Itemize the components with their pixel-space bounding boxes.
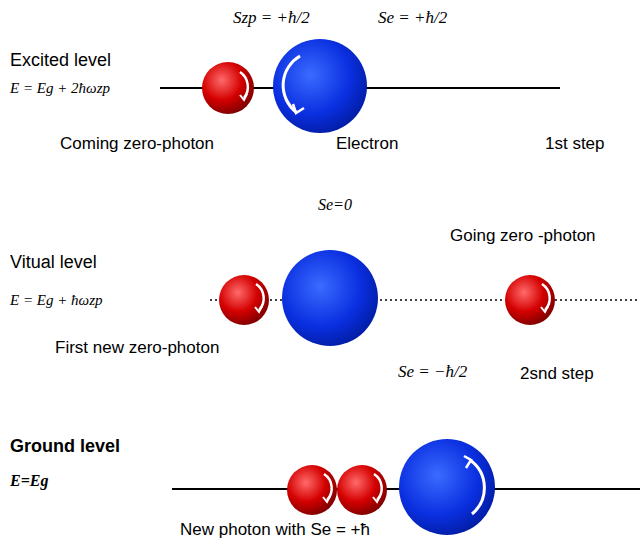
energy-formula: E=Eg (10, 472, 48, 490)
particle-label: Electron (336, 134, 398, 154)
level-name: Vitual level (10, 252, 97, 273)
zero-photon (202, 62, 254, 114)
particle-label: Coming zero-photon (60, 134, 214, 154)
spin-label: Se=0 (318, 196, 352, 214)
step-label: 1st step (545, 134, 605, 154)
virtual-level-line (210, 299, 640, 301)
caption-label: New photon with Se = +ħ (180, 520, 370, 540)
zero-photon (219, 275, 269, 325)
spin-label: Se = +ħ/2 (378, 8, 447, 28)
step-label: 2snd step (520, 364, 594, 384)
electron (399, 439, 495, 535)
spin-label: Se = −ħ/2 (398, 362, 467, 382)
energy-formula: E = Eg + ħωzp (10, 292, 103, 309)
zero-photon (337, 465, 387, 515)
particle-label: Going zero -photon (450, 226, 596, 246)
electron (273, 39, 367, 133)
zero-photon (287, 465, 337, 515)
level-name: Excited level (10, 50, 111, 71)
electron (282, 250, 378, 346)
particle-label: First new zero-photon (55, 338, 219, 358)
level-name: Ground level (10, 436, 120, 457)
zero-photon (505, 275, 555, 325)
spin-label: Szp = +ħ/2 (233, 8, 310, 28)
energy-formula: E = Eg + 2ħωzp (10, 80, 110, 97)
